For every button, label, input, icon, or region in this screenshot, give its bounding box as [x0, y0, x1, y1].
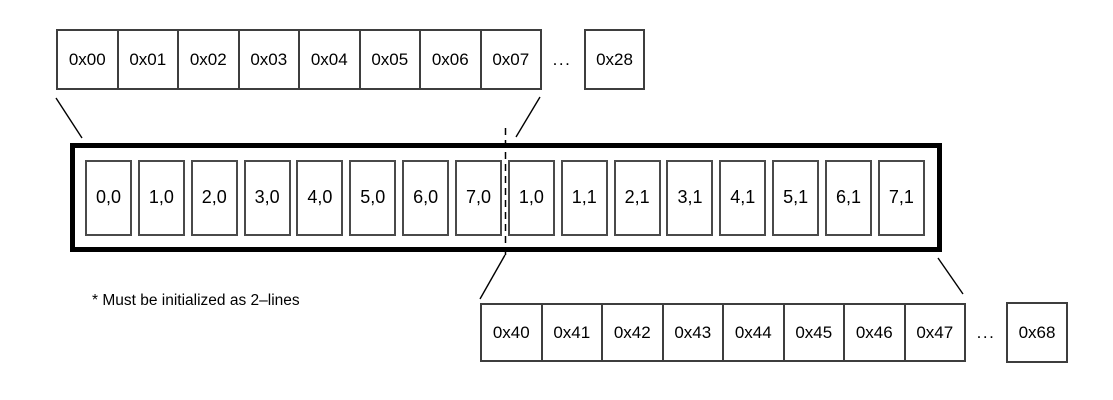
ddram-cell: 5,1 — [772, 159, 820, 236]
connector-line-top-right — [515, 96, 541, 138]
init-note: * Must be initialized as 2–lines — [92, 292, 300, 309]
ddram-cell: 3,1 — [666, 159, 714, 236]
top-address-row: 0x00 0x01 0x02 0x03 0x04 0x05 0x06 0x07 — [56, 29, 542, 90]
ddram-cell: 6,1 — [825, 159, 873, 236]
ddram-cell: 6,0 — [402, 159, 450, 236]
address-cell-end-bottom: 0x68 — [1006, 302, 1068, 363]
ddram-cell: 0,0 — [85, 159, 132, 236]
address-cell: 0x00 — [56, 29, 119, 90]
address-cell: 0x07 — [479, 29, 542, 90]
bottom-ellipsis: ... — [976, 322, 996, 342]
ddram-cell: 1,0 — [507, 159, 555, 236]
ddram-cell: 2,0 — [190, 159, 238, 236]
display-ram-box: 0,0 1,0 2,0 3,0 4,0 5,0 6,0 7,0 1,0 1,1 … — [70, 143, 942, 252]
ddram-cell: 1,1 — [560, 159, 608, 236]
ddram-cell: 3,0 — [243, 159, 291, 236]
address-cell: 0x46 — [843, 303, 906, 362]
address-cell: 0x03 — [237, 29, 300, 90]
ddram-cell: 7,0 — [455, 159, 503, 236]
address-cell: 0x41 — [540, 303, 603, 362]
ddram-cell: 1,0 — [137, 159, 185, 236]
address-cell: 0x45 — [782, 303, 845, 362]
connector-line-top-left — [55, 97, 83, 139]
address-cell: 0x05 — [358, 29, 421, 90]
address-cell: 0x40 — [480, 303, 543, 362]
address-cell: 0x47 — [903, 303, 966, 362]
address-cell: 0x43 — [661, 303, 724, 362]
ddram-cell: 5,0 — [349, 159, 397, 236]
address-cell: 0x02 — [177, 29, 240, 90]
address-cell: 0x04 — [298, 29, 361, 90]
ddram-cell: 7,1 — [877, 159, 925, 236]
ddram-cell: 4,1 — [719, 159, 767, 236]
address-cell: 0x44 — [722, 303, 785, 362]
ddram-cell: 4,0 — [296, 159, 344, 236]
top-ellipsis: ... — [552, 49, 572, 69]
address-cell-end-top: 0x28 — [584, 29, 645, 90]
ddram-cell: 2,1 — [613, 159, 661, 236]
connector-line-bottom-right — [937, 257, 964, 295]
address-cell: 0x42 — [601, 303, 664, 362]
address-cell: 0x01 — [116, 29, 179, 90]
bottom-address-row: 0x40 0x41 0x42 0x43 0x44 0x45 0x46 0x47 — [480, 303, 966, 362]
connector-line-bottom-left — [479, 254, 506, 300]
address-cell: 0x06 — [419, 29, 482, 90]
